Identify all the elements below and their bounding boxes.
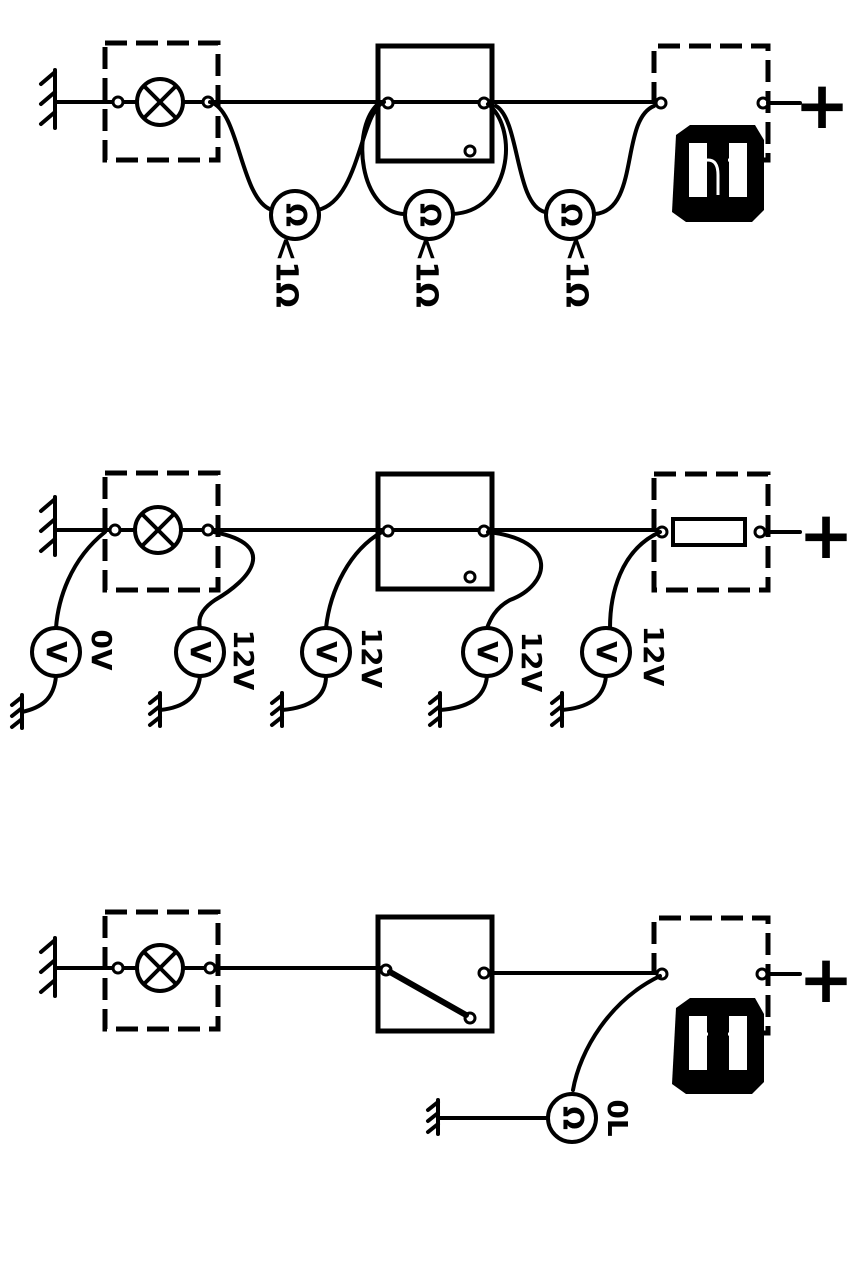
volt-icon: V: [590, 641, 623, 663]
ohm-icon: Ω: [279, 203, 312, 227]
ground-icon: [148, 691, 162, 728]
volt-icon: V: [184, 641, 217, 663]
reading-volt-5: 12V: [637, 626, 670, 687]
lamp: [102, 909, 221, 1032]
voltmeter-5: V 12V: [580, 626, 670, 687]
ground-icon: [550, 691, 564, 728]
switch-contact: [387, 969, 469, 1018]
ground-icon: [270, 691, 284, 728]
ground-icon: [426, 1098, 440, 1136]
fuse-icon: [672, 125, 764, 222]
supply-plus-label: +: [798, 941, 853, 1018]
ground-icon: [10, 693, 24, 730]
ohm-icon: Ω: [413, 203, 446, 227]
panel-2-voltage-test: + V 0V: [10, 470, 854, 730]
lamp: [102, 40, 221, 163]
ohmmeter-2: Ω <1Ω: [403, 189, 455, 308]
switch: [375, 914, 495, 1034]
reading-ohm-1: <1Ω: [269, 236, 304, 308]
voltmeter-2: V 12V: [174, 626, 260, 691]
ohm-icon: Ω: [556, 1106, 589, 1130]
voltmeter-1: V 0V: [30, 626, 118, 678]
reading-volt-4: 12V: [515, 632, 548, 693]
panel-1-resistance-test: + Ω <1Ω Ω <1Ω Ω <1Ω: [39, 40, 850, 308]
ground-icon: [39, 68, 57, 130]
fuse-holder: [651, 43, 802, 222]
reading-ohm-2: <1Ω: [409, 236, 444, 308]
voltmeter-4: V 12V: [461, 626, 548, 693]
volt-icon: V: [471, 641, 504, 663]
volt-icon: V: [40, 641, 73, 663]
ground-icon: [39, 936, 57, 998]
ohm-icon: Ω: [554, 203, 587, 227]
reading-volt-3: 12V: [355, 628, 388, 689]
ohmmeter-3: Ω <1Ω: [544, 189, 596, 308]
supply-plus-label: +: [798, 497, 853, 574]
voltmeter-3: V 12V: [300, 626, 388, 689]
reading-open-line: 0L: [601, 1099, 634, 1136]
fuse-holder: [651, 471, 802, 593]
reading-volt-1: 0V: [85, 629, 118, 670]
fuse-icon: [671, 517, 747, 547]
reading-volt-2: 12V: [227, 630, 260, 691]
volt-icon: V: [310, 641, 343, 663]
ohmmeter-1: Ω <1Ω: [269, 189, 321, 308]
fuse-holder: [651, 915, 802, 1094]
reading-ohm-3: <1Ω: [559, 236, 594, 308]
ground-icon: [39, 495, 57, 557]
blown-fuse-icon: [672, 998, 764, 1094]
supply-plus-label: +: [794, 67, 849, 144]
ground-icon: [428, 691, 442, 728]
panel-3-fuse-test: + Ω 0L: [39, 909, 854, 1144]
ohmmeter-4: Ω 0L: [546, 1092, 634, 1144]
